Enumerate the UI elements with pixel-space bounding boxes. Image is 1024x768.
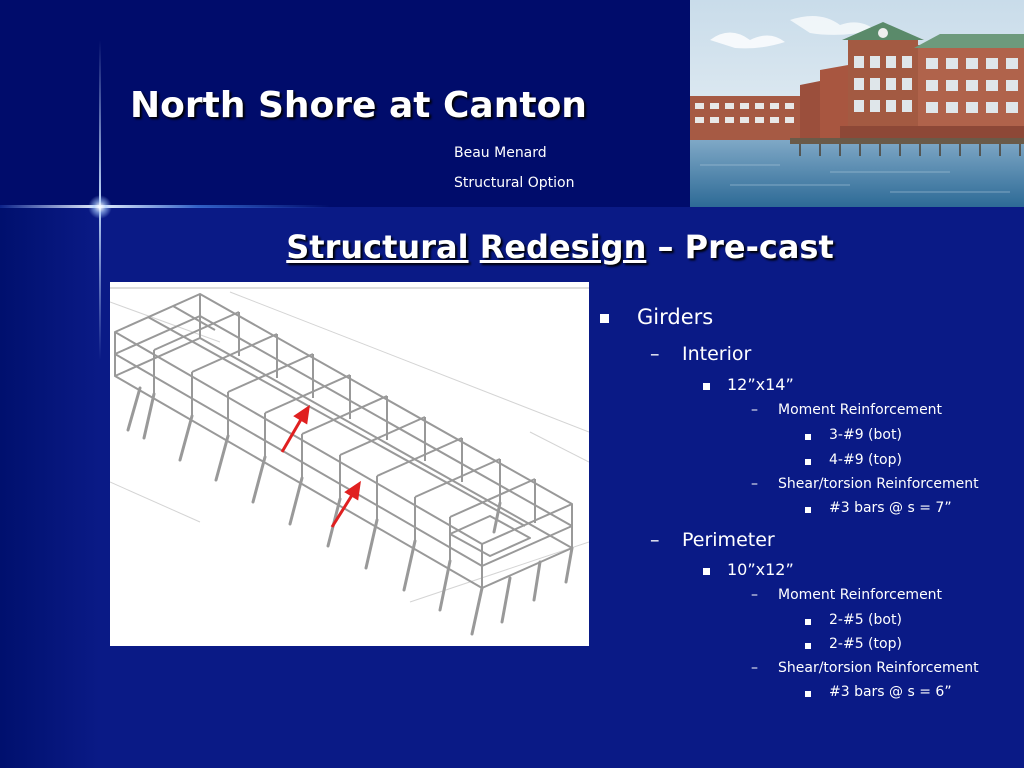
bullet-text: Shear/torsion Reinforcement [778, 660, 979, 676]
bullet-text: 4-#9 (top) [829, 452, 902, 468]
dash-bullet-icon: – [751, 402, 758, 418]
bullet-text: 2-#5 (bot) [829, 612, 902, 628]
bullet-text: 2-#5 (top) [829, 636, 902, 652]
bullet-text: Perimeter [682, 529, 775, 551]
square-bullet-icon [703, 382, 710, 390]
bullet-text: Girders [637, 305, 714, 329]
bullet-text: #3 bars @ s = 7” [829, 500, 952, 516]
bullet-text: 12”x14” [727, 375, 794, 394]
square-bullet-icon [805, 643, 811, 649]
dash-bullet-icon: – [650, 529, 660, 551]
bullet-text: Moment Reinforcement [778, 587, 943, 603]
structural-frame-drawing [110, 282, 589, 646]
bullet-text: Shear/torsion Reinforcement [778, 476, 979, 492]
square-bullet-icon [805, 507, 811, 513]
light-flare-core [88, 195, 112, 219]
presentation-title: North Shore at Canton [130, 85, 587, 126]
bullet-text: #3 bars @ s = 6” [829, 684, 952, 700]
square-bullet-icon [805, 459, 811, 465]
square-bullet-icon [805, 619, 811, 625]
subtitle-precast: – Pre-cast [646, 228, 834, 266]
bullet-text: Interior [682, 343, 752, 365]
light-flare-horizontal [0, 205, 330, 208]
square-bullet-icon [805, 691, 811, 697]
dash-bullet-icon: – [751, 587, 758, 603]
dash-bullet-icon: – [751, 476, 758, 492]
square-bullet-icon [600, 314, 609, 323]
dash-bullet-icon: – [751, 660, 758, 676]
bullet-text: 3-#9 (bot) [829, 427, 902, 443]
slide-subtitle: Structural Redesign – Pre-cast [0, 228, 1024, 266]
author-name: Beau Menard [454, 145, 547, 161]
building-rendering-photo [690, 0, 1024, 207]
dash-bullet-icon: – [650, 343, 660, 365]
bullet-text: 10”x12” [727, 560, 794, 579]
subtitle-redesign: Redesign [479, 228, 647, 266]
square-bullet-icon [703, 567, 710, 575]
author-option: Structural Option [454, 175, 575, 191]
square-bullet-icon [805, 434, 811, 440]
bullet-text: Moment Reinforcement [778, 402, 943, 418]
subtitle-structural: Structural [286, 228, 469, 266]
